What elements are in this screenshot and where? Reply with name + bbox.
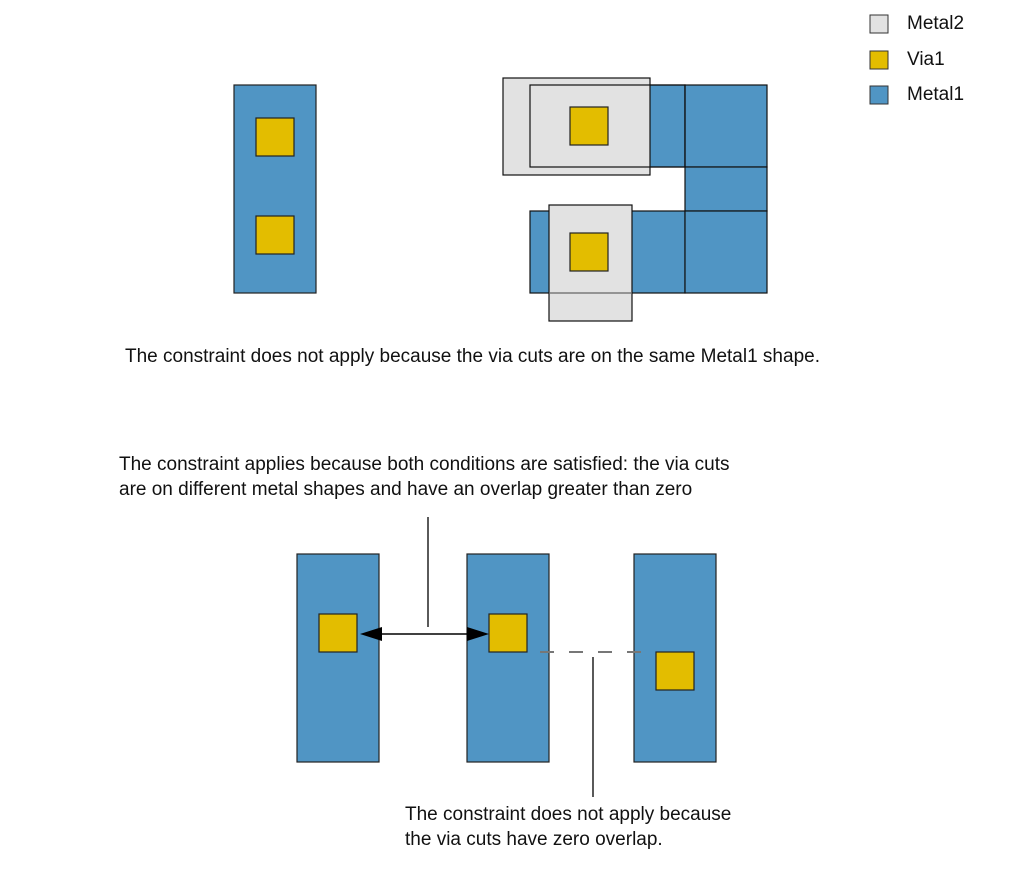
legend-swatch-metal1	[869, 85, 889, 105]
via1-cut	[569, 106, 609, 146]
metal1-segment	[684, 84, 768, 168]
legend-label-metal2: Metal2	[907, 13, 965, 34]
legend-label-via1: Via1	[907, 49, 945, 70]
example-composite-shape	[502, 77, 768, 322]
arrowhead-right	[467, 627, 489, 641]
legend-swatch-metal2	[869, 14, 889, 34]
caption-zero-overlap-line1: The constraint does not apply because	[405, 804, 732, 825]
caption-applies-line1: The constraint applies because both cond…	[119, 454, 730, 475]
metal1-segment	[684, 210, 768, 294]
via1-cut	[655, 651, 695, 691]
caption-same-shape: The constraint does not apply because th…	[125, 346, 820, 367]
via1-cut	[488, 613, 528, 653]
caption-applies-line2: are on different metal shapes and have a…	[119, 479, 693, 500]
via1-cut	[255, 117, 295, 157]
via1-cut	[255, 215, 295, 255]
metal1-outline	[529, 84, 686, 168]
legend-swatch-via1	[869, 50, 889, 70]
via1-cut	[318, 613, 358, 653]
metal1-shape	[466, 553, 550, 763]
metal1-segment	[684, 166, 768, 212]
caption-zero-overlap-line2: the via cuts have zero overlap.	[405, 829, 663, 850]
example-same-shape	[233, 84, 317, 294]
via1-cut	[569, 232, 609, 272]
arrowhead-left	[360, 627, 382, 641]
legend-label-metal1: Metal1	[907, 84, 965, 105]
metal1-shape	[296, 553, 380, 763]
metal1-shape	[233, 84, 317, 294]
example-different-shapes	[296, 517, 717, 797]
